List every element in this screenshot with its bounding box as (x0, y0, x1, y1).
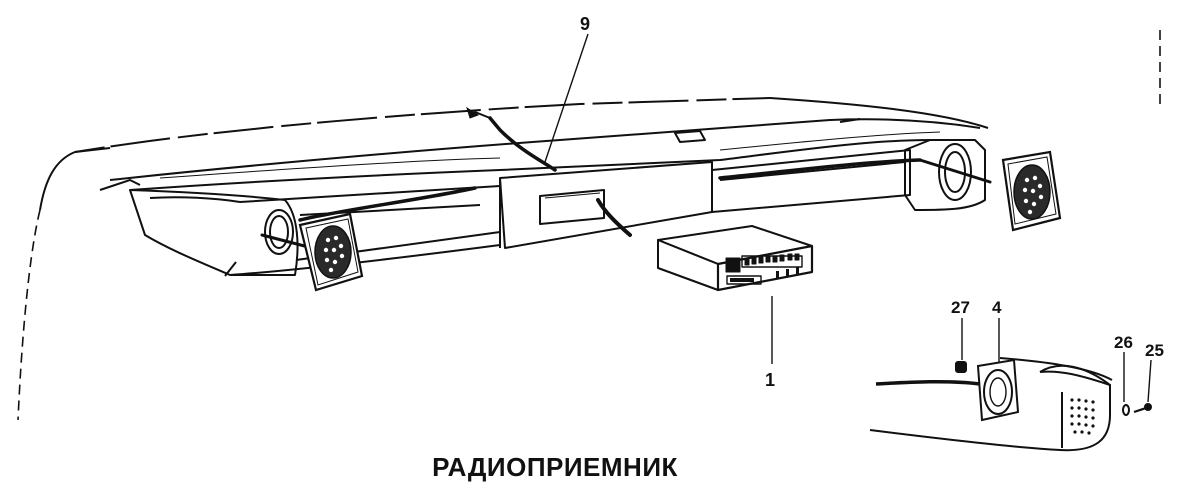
callout-27: 27 (951, 298, 970, 317)
left-speaker (298, 212, 364, 292)
speaker-mount-detail (869, 357, 1152, 452)
right-speaker (1001, 150, 1062, 232)
callout-leaders (544, 33, 1152, 403)
callout-25: 25 (1145, 341, 1164, 360)
callout-4: 4 (992, 298, 1002, 317)
radio-receiver-unit (657, 225, 814, 292)
callout-1: 1 (765, 370, 775, 390)
dashboard-panel (39, 97, 989, 277)
callout-9: 9 (580, 14, 590, 34)
a-pillar-outline (17, 30, 1161, 421)
callout-26: 26 (1114, 333, 1133, 352)
wiring-harness (260, 106, 992, 252)
diagram-caption: РАДИОПРИЕМНИК (432, 452, 678, 482)
